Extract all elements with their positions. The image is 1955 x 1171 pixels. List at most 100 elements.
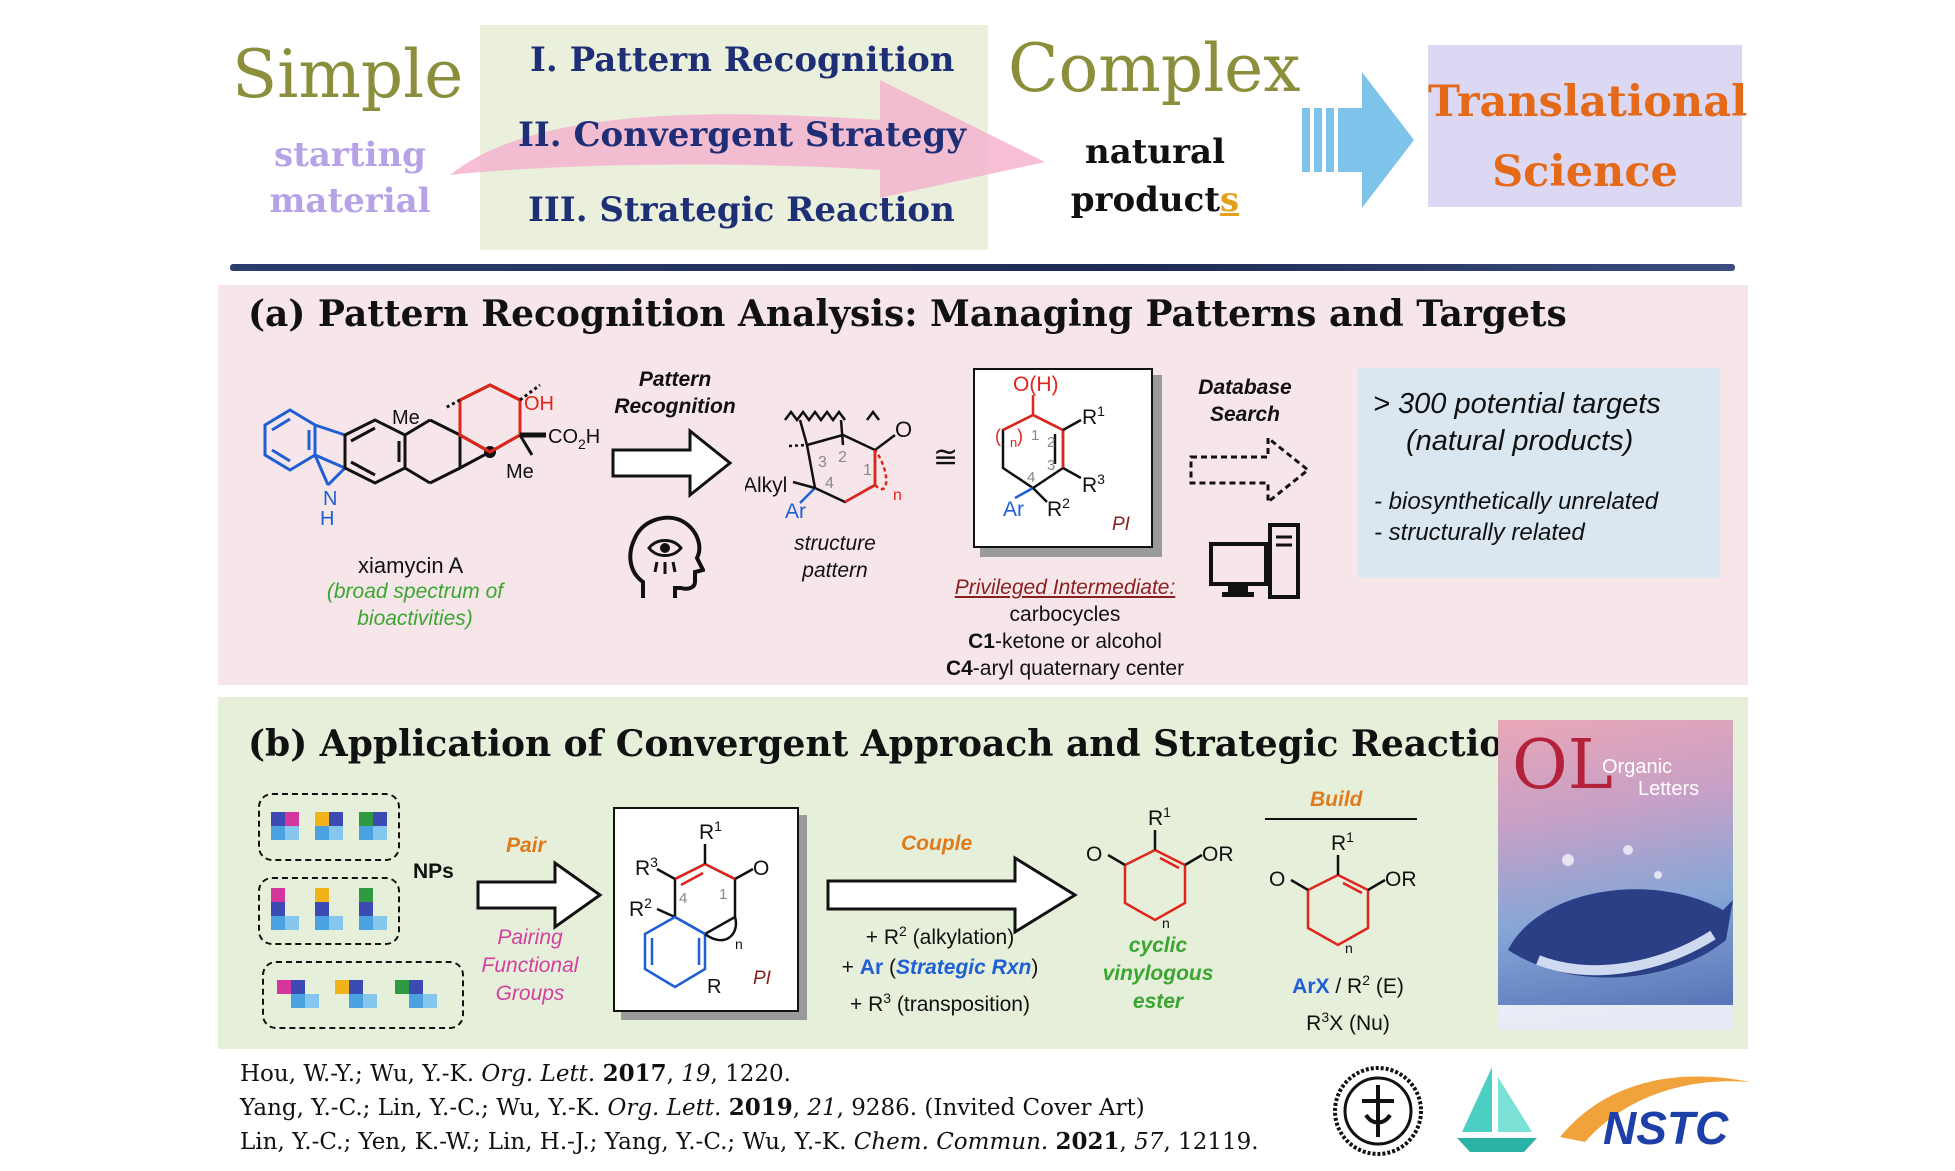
reference-2: Yang, Y.-C.; Lin, Y.-C.; Wu, Y.-K. Org. … — [240, 1094, 1145, 1121]
pi-num3: 3 — [1047, 457, 1055, 474]
sailboat-logo — [1457, 1067, 1537, 1152]
build-slash-r: / R — [1329, 975, 1363, 998]
np-group-2 — [258, 877, 400, 945]
translational-science: Translational Science — [1428, 45, 1748, 207]
couple-l2-ar: Ar — [859, 956, 884, 979]
build-r1-main: R — [1331, 832, 1346, 855]
couple-l1-pre: + R — [865, 926, 900, 949]
me-top-label: Me — [392, 407, 420, 429]
couple-l2-rxn: Strategic Rxn — [895, 956, 1032, 979]
products-line: products — [1045, 176, 1265, 224]
couple-line-1: + R2 (alkylation) — [820, 916, 1060, 953]
build-r1-label: R1 — [1331, 829, 1354, 855]
couple-l3-sup: 3 — [883, 990, 892, 1006]
ref2-vol: 21 — [807, 1095, 837, 1121]
pib-r2-label: R2 — [629, 895, 652, 921]
starting-material-line2: material — [269, 181, 431, 221]
pi-tag: PI — [1112, 514, 1131, 535]
structure-pattern-label: structure pattern — [775, 530, 895, 584]
pi-oh-label: O(H) — [1013, 373, 1059, 396]
natural-line: natural — [1084, 132, 1226, 172]
couple-l1-post: (alkylation) — [906, 926, 1015, 949]
pib-num4: 4 — [679, 890, 687, 907]
build-structure: R1 OR O n — [1269, 829, 1417, 956]
pib-r3-main: R — [635, 857, 650, 880]
pattern-o-label: O — [895, 417, 912, 442]
panel-b-title: (b) Application of Convergent Approach a… — [248, 723, 1530, 765]
me-bottom-label: Me — [506, 461, 534, 483]
couple-line-2: + Ar (Strategic Rxn) — [820, 953, 1060, 983]
products-s: s — [1220, 180, 1240, 220]
cover-ol: OL — [1512, 726, 1613, 805]
ref2-journal: Org. Lett. — [607, 1095, 722, 1121]
np-group-1 — [258, 793, 400, 861]
ref2-authors: Yang, Y.-C.; Lin, Y.-C.; Wu, Y.-K. — [240, 1095, 608, 1121]
reference-3: Lin, Y.-C.; Yen, K.-W.; Lin, H.-J.; Yang… — [240, 1128, 1259, 1155]
ref3-year: 2021 — [1055, 1128, 1120, 1155]
pattern-ar-label: Ar — [785, 500, 806, 523]
head-thinking-icon — [628, 515, 705, 598]
pairing-3: Groups — [495, 982, 565, 1005]
nh-h-label: H — [320, 508, 334, 530]
privileged-line-3: C4-aryl quaternary center — [915, 655, 1215, 682]
co2h-label: CO2H — [548, 426, 600, 452]
starting-material: starting material — [255, 132, 445, 224]
ref3-authors: Lin, Y.-C.; Yen, K.-W.; Lin, H.-J.; Yang… — [240, 1129, 854, 1155]
cover-title-2: Letters — [1638, 778, 1700, 800]
pib-r2-main: R — [629, 898, 644, 921]
pattern-recognition-1: Pattern — [638, 368, 712, 391]
pi-num4: 4 — [1027, 469, 1035, 486]
pattern-alkyl-label: Alkyl — [745, 474, 787, 497]
ester-line: ester — [1132, 990, 1184, 1013]
pi-num2: 2 — [1047, 434, 1055, 451]
ref2-pages: , 9286. (Invited Cover Art) — [836, 1095, 1145, 1121]
ref3-vol: 57 — [1134, 1129, 1164, 1155]
pair-label: Pair — [506, 834, 546, 857]
database-line: Database — [1198, 376, 1292, 399]
products-stem: product — [1070, 180, 1221, 220]
database-arrow — [1189, 435, 1311, 505]
xiamycin-desc-1: (broad spectrum of — [326, 580, 504, 603]
couple-l3-post: (transposition) — [891, 993, 1030, 1016]
cover-title-1: Organic — [1602, 756, 1673, 778]
simple-to-complex-arrow — [450, 80, 1045, 198]
ref1-year: 2017 — [602, 1060, 667, 1087]
nh-n-label: N — [323, 488, 337, 510]
ester-r1-sup: 1 — [1163, 804, 1171, 820]
privileged-line-1: carbocycles — [1009, 603, 1121, 626]
pi-r3-sup: 3 — [1097, 471, 1105, 487]
pi-b-box — [613, 807, 799, 1012]
build-n-label: n — [1345, 940, 1353, 956]
pi-r1-main: R — [1082, 406, 1097, 429]
pib-r3-sup: 3 — [650, 854, 658, 870]
structure-pattern-1: structure — [794, 532, 876, 555]
ester-r1-main: R — [1148, 807, 1163, 830]
pairing-label: Pairing Functional Groups — [470, 924, 590, 1008]
journal-cover: OL Organic Letters — [1498, 720, 1733, 1030]
co2h-main: CO — [548, 426, 578, 448]
strategy-3: III. Strategic Reaction — [528, 190, 955, 230]
privileged-c1: C1 — [968, 630, 995, 653]
ester-o-label: O — [1086, 843, 1102, 866]
xiamycin-structure: OH Me CO2H Me N H — [263, 383, 600, 530]
pattern-recognition-2: Recognition — [614, 395, 736, 418]
privileged-c1-text: -ketone or alcohol — [994, 630, 1162, 653]
targets-sub: (natural products) — [1406, 425, 1634, 457]
np-blocks — [271, 812, 437, 1008]
university-seal-logo — [1333, 1066, 1423, 1156]
translational-line1: Translational — [1428, 77, 1748, 127]
build-nu: X (Nu) — [1329, 1012, 1390, 1035]
targets-box — [1358, 368, 1720, 578]
pairing-1: Pairing — [497, 926, 563, 949]
xiamycin-desc-2: bioactivities) — [357, 607, 473, 630]
build-e: (E) — [1370, 975, 1404, 998]
privileged-c4-text: -aryl quaternary center — [972, 657, 1185, 680]
pib-num1: 1 — [719, 886, 727, 903]
pib-r-label: R — [707, 976, 721, 998]
pib-tag: PI — [753, 968, 772, 989]
ref3-journal: Chem. Commun. — [853, 1129, 1049, 1155]
build-r2-sup: 2 — [1362, 972, 1370, 988]
pib-o-label: O — [753, 857, 769, 880]
vinylogous-line: vinylogous — [1102, 962, 1214, 985]
pib-r1-main: R — [699, 821, 714, 844]
